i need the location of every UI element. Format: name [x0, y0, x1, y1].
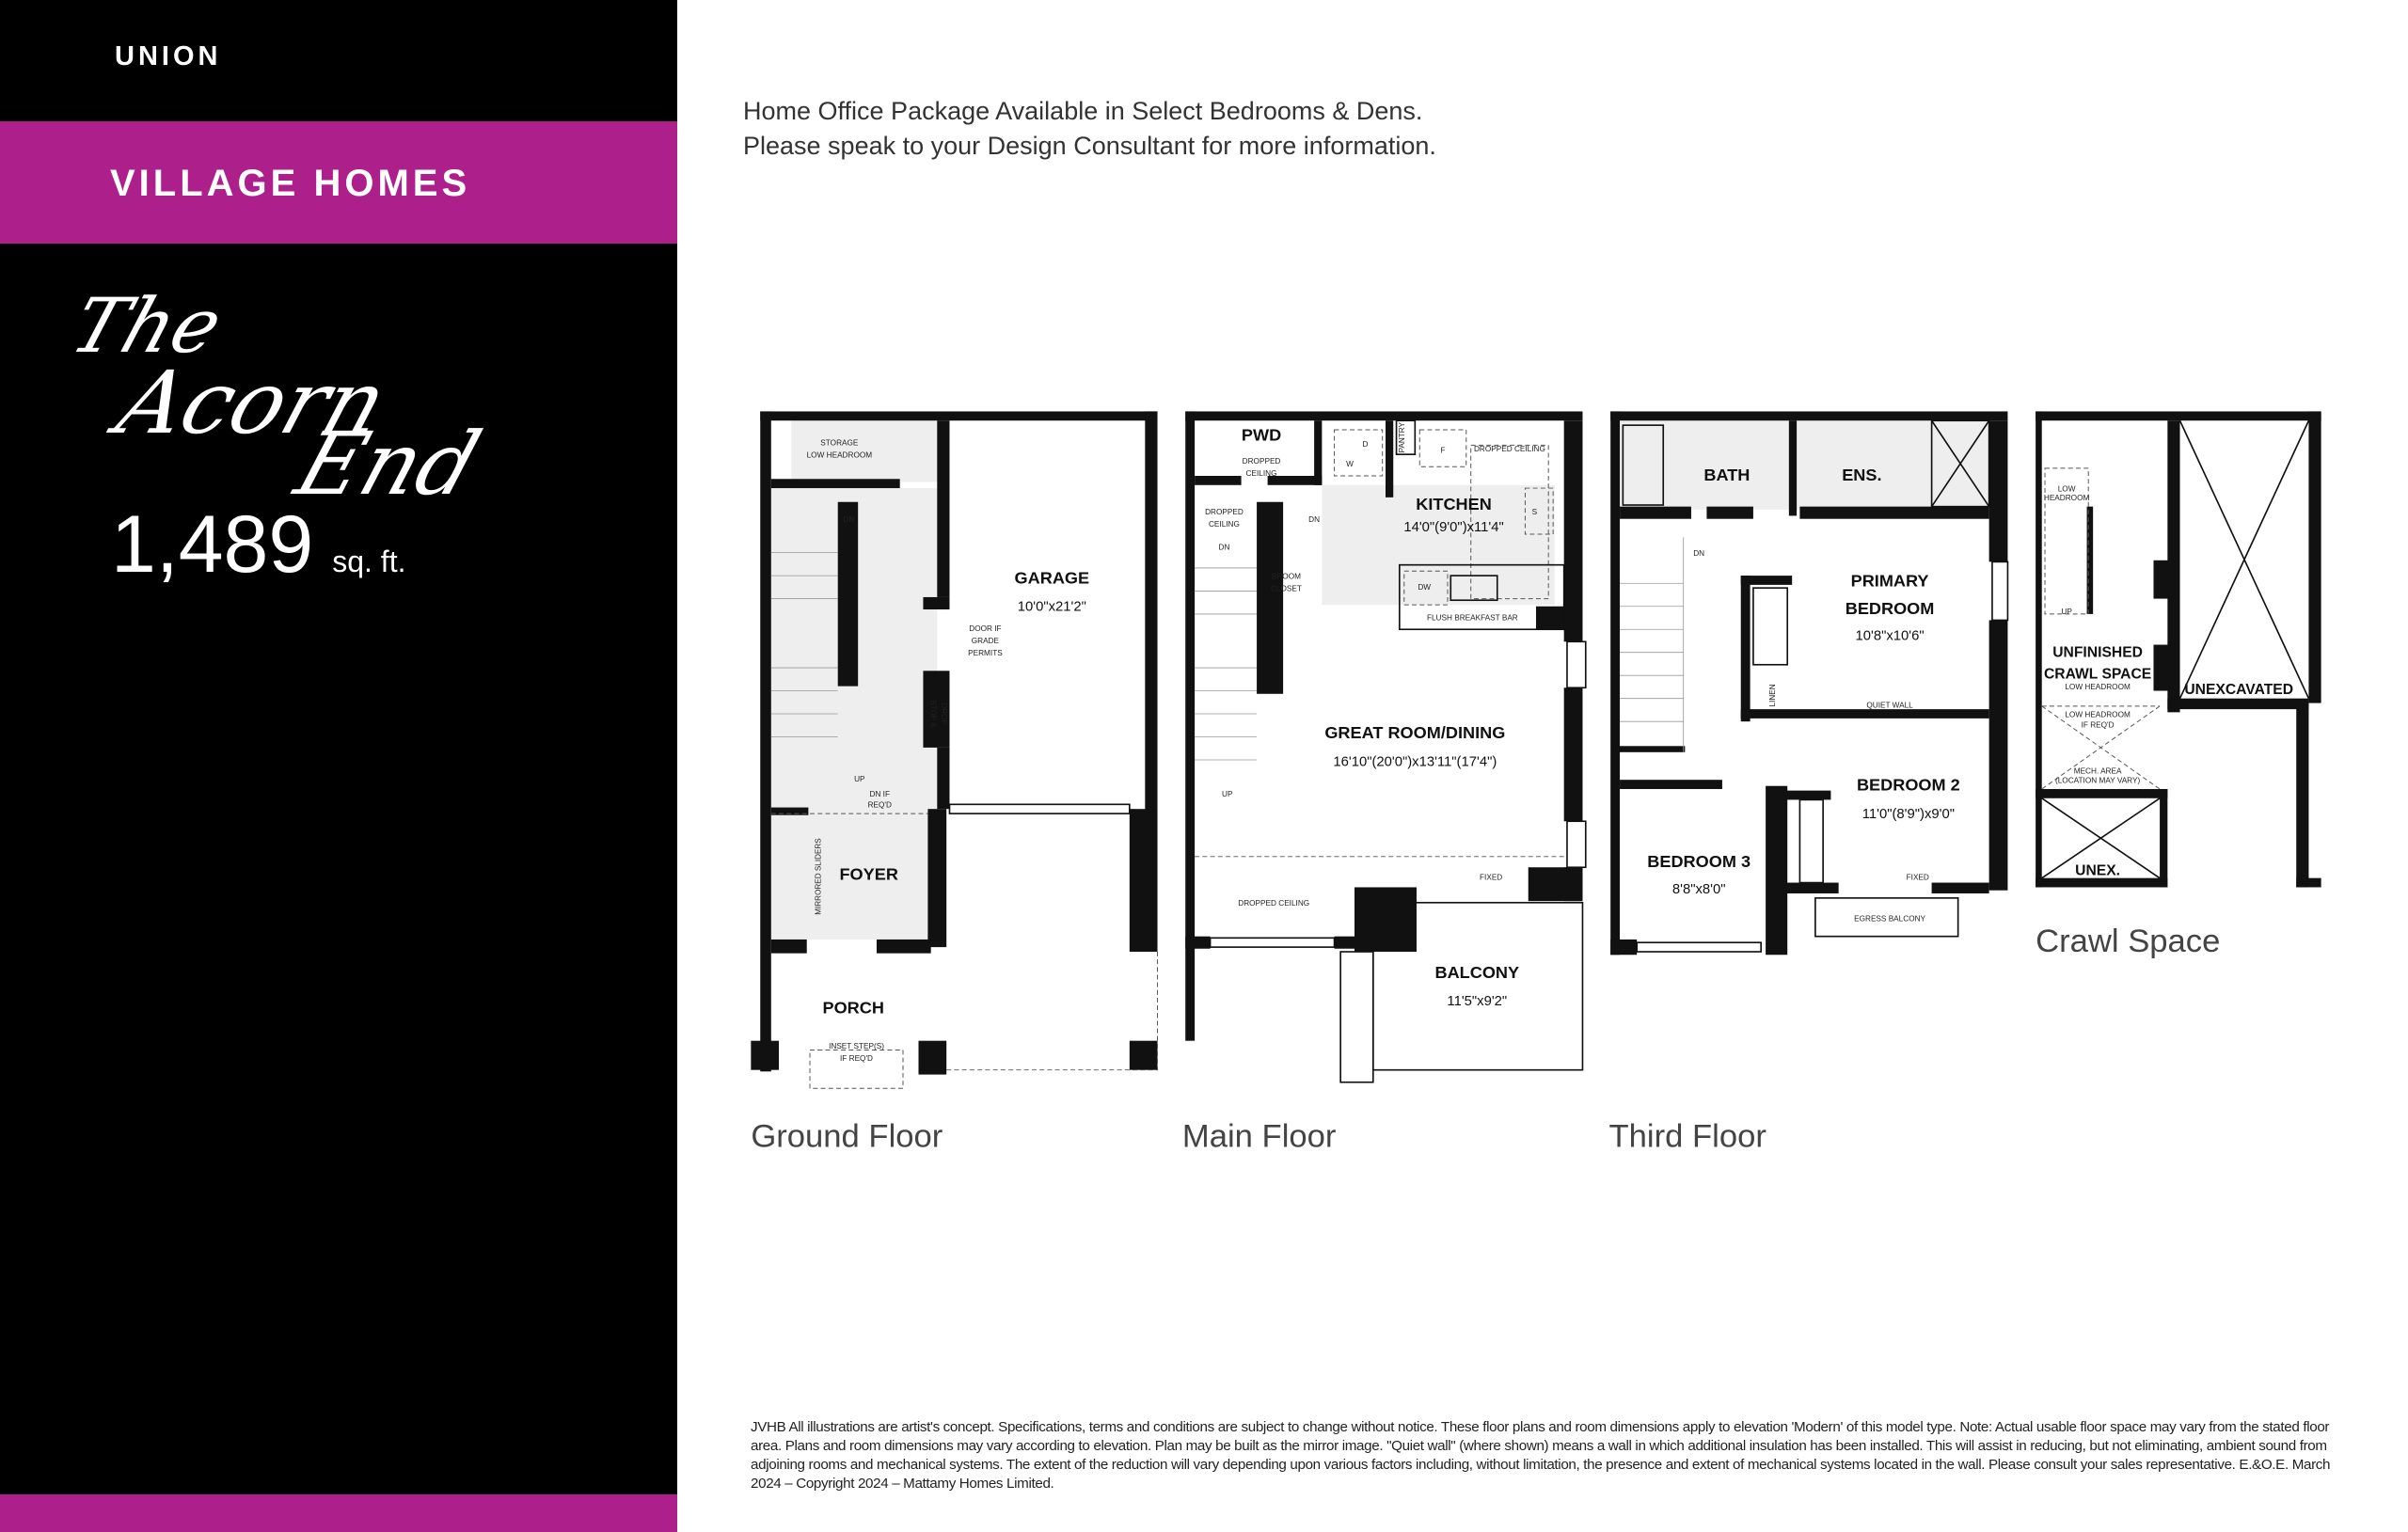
room-label-unexcavated: UNEXCAVATED [2184, 682, 2293, 698]
square-footage: 1,489 sq. ft. [111, 498, 405, 592]
plan-note: REQ'D [868, 801, 892, 810]
plan-note: UP [1222, 790, 1233, 798]
plan-note: DN IF [870, 790, 891, 798]
room-label-primary-bedroom: PRIMARY [1851, 572, 1929, 591]
plan-note: LINEN [1768, 684, 1777, 706]
room-label-unexcavated: UNEX. [2075, 862, 2120, 878]
plan-note: DN [1308, 515, 1320, 524]
room-label-great-room: GREAT ROOM/DINING [1324, 723, 1505, 742]
room-dimension: 11'5"x9'2" [1447, 994, 1507, 1009]
plan-note: DROPPED CEILING [1474, 445, 1545, 453]
plan-note: UP [854, 775, 865, 783]
plan-note: F [1440, 447, 1445, 455]
room-label-porch: PORCH [822, 998, 883, 1017]
room-label-ensuite: ENS. [1842, 466, 1881, 484]
plan-caption: Main Floor [1182, 1118, 1337, 1154]
room-label-garage: GARAGE [1015, 568, 1090, 587]
plan-note: DN [1218, 543, 1229, 551]
note-line: Home Office Package Available in Select … [743, 97, 1423, 125]
plan-note: LOW HEADROOM [2065, 683, 2131, 691]
plan-note: DOOR IF [969, 624, 1001, 633]
collection-band: VILLAGE HOMES [0, 121, 677, 244]
plan-note: EGRESS BALCONY [1854, 914, 1925, 923]
room-label-powder: PWD [1242, 426, 1281, 445]
plan-note: QUIET WALL [1866, 702, 1913, 710]
plan-note: MIRRORED SLIDERS [815, 838, 823, 915]
plan-note: W [1346, 460, 1354, 468]
room-label-primary-bedroom: BEDROOM [1846, 599, 1935, 618]
room-label-bath: BATH [1703, 466, 1750, 484]
room-dimension: 11'0"(8'9")x9'0" [1862, 807, 1955, 822]
room-label-bedroom-3: BEDROOM 3 [1647, 852, 1751, 871]
plan-note: HEADROOM [2044, 494, 2090, 502]
plan-note: DROPPED [1243, 457, 1281, 466]
room-label-balcony: BALCONY [1434, 963, 1519, 982]
third-floor-plan: BATH ENS. DN PRIMARY BEDROOM 10'8"x10'6"… [1609, 411, 2009, 1154]
room-dimension: 10'8"x10'6" [1856, 629, 1925, 644]
plan-note: DROP [940, 703, 948, 725]
area-unit: sq. ft. [332, 545, 406, 578]
plan-note: (LOCATION MAY VARY) [2055, 776, 2141, 784]
room-label-kitchen: KITCHEN [1416, 495, 1492, 513]
plan-note: GRADE [972, 637, 1000, 645]
note-line: Please speak to your Design Consultant f… [743, 132, 1436, 160]
room-label-bedroom-2: BEDROOM 2 [1857, 776, 1960, 795]
plan-note: DN [843, 515, 854, 524]
plan-note: DW [1418, 583, 1431, 592]
plan-note: LOW HEADROOM [2065, 710, 2131, 719]
plan-caption: Third Floor [1609, 1118, 1766, 1154]
plan-caption: Ground Floor [751, 1118, 943, 1154]
room-dimension: 10'0"x21'2" [1018, 600, 1086, 615]
plan-note: LOW [2058, 484, 2076, 493]
footer-band [0, 1494, 677, 1532]
plan-note: FIXED [1480, 873, 1502, 881]
area-value: 1,489 [111, 499, 314, 590]
main-floor-plan: PWD DROPPED CEILING DROPPED CEILING DN D… [1182, 411, 1587, 1154]
plan-note: PANTRY [1398, 422, 1406, 453]
plan-note: FLUSH BREAKFAST BAR [1427, 613, 1518, 622]
room-dimension: 16'10"(20'0")x13'11"(17'4") [1333, 755, 1497, 770]
plan-caption: Crawl Space [2036, 924, 2220, 959]
room-label-foyer: FOYER [839, 864, 897, 883]
plan-note: DROPPED [1205, 508, 1244, 516]
collection-name: VILLAGE HOMES [110, 163, 471, 204]
legal-disclaimer: JVHB All illustrations are artist's conc… [751, 1419, 2331, 1492]
plan-note: S [1532, 508, 1538, 516]
plan-note: FIXED [1907, 873, 1929, 881]
plan-note: CEILING [1209, 520, 1240, 529]
brand-name: UNION [115, 41, 222, 71]
plan-note: IF REQ'D [2082, 721, 2115, 730]
plan-note: INSET STEP(S) [829, 1042, 884, 1050]
plan-note: D [1363, 440, 1369, 449]
room-label-crawl-space: UNFINISHED [2052, 645, 2143, 661]
plan-note: LOW HEADROOM [807, 450, 873, 459]
plan-note: MECH. AREA [2074, 767, 2122, 776]
plan-note: STOP & [929, 700, 938, 728]
crawl-space-plan: LOW HEADROOM UP UNFINISHED CRAWL SPACE L… [2036, 411, 2321, 959]
room-dimension: 14'0"(9'0")x11'4" [1403, 520, 1503, 535]
room-dimension: 8'8"x8'0" [1672, 882, 1726, 897]
room-label-crawl-space: CRAWL SPACE [2044, 667, 2151, 683]
plan-note: BROOM [1272, 572, 1301, 580]
home-office-note: Home Office Package Available in Select … [743, 94, 1436, 164]
plan-note: UP [2061, 608, 2072, 616]
plan-note: DROPPED CEILING [1238, 899, 1309, 908]
plan-note: CLOSET [1271, 584, 1302, 592]
plan-note: DN [1693, 549, 1704, 558]
plan-note: CEILING [1246, 469, 1277, 478]
ground-floor-plan: GARAGE 10'0"x21'2" FOYER PORCH STORAGE L… [751, 411, 1159, 1154]
plan-note: STORAGE [820, 438, 859, 447]
plan-note: PERMITS [968, 649, 1003, 657]
plan-note: IF REQ'D [840, 1054, 873, 1063]
